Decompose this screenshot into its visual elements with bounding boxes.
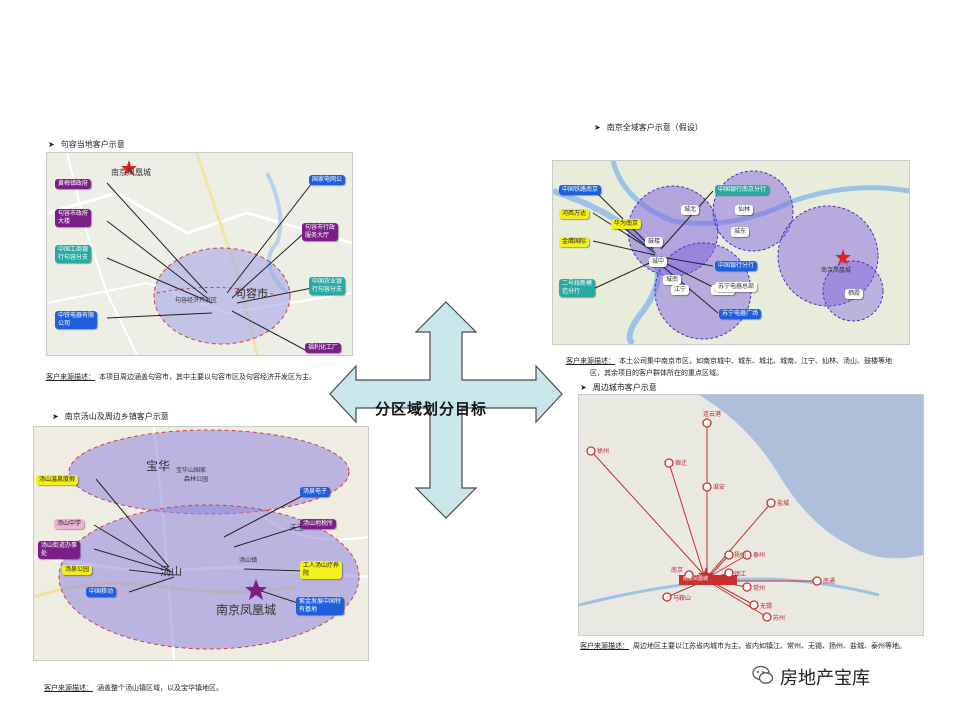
tangshan-label-1: 汤山温泉度假 [36,475,79,485]
center-title: 分区域划分目标 [375,400,488,418]
jurong-label-5: 国家电网公 [309,175,346,185]
four-way-arrow [329,301,563,519]
city-label-14: 苏州 [773,615,786,622]
city-label-7: 泰州 [753,552,766,559]
tangshan-description: 客户来源描述：涵盖整个汤山镇区域，以及宝华镇地区。 [44,684,223,692]
nanjing-label-6: 中国银行南京分行 [715,185,770,195]
city-label-5: 盐城 [777,500,790,507]
city-label-3: 宿迁 [675,460,688,467]
nanjing-label-9: 苏宁电器广场 [719,309,762,319]
cities-map-graphic [579,395,923,635]
nanjing-zone-8: 鼓楼 [645,237,664,247]
tangshan-label-4: 汤泉公园 [62,565,93,575]
city-label-2: 连云港 [703,411,722,418]
tangshan-section-title: ➤南京汤山及周边乡镇客户示意 [52,412,169,421]
tangshan-label-3: 汤山街道办事 处 [38,541,81,559]
jurong-city-label: 句容市 [235,287,268,300]
nanjing-label-5: 二号线新模 范分行 [559,279,596,297]
city-label-12: 常州 [753,585,766,592]
nanjing-zone-1: 仙林 [735,205,754,215]
tangshan-star-label: 南京凤凰城 [216,603,277,617]
jurong-zone-label: 句容经济开发区 [175,297,218,304]
jurong-map: 南京凤凰城 句容市 句容经济开发区 黄梅镇政府 句容市政府 大楼 中国工商银 行… [46,152,353,356]
city-label-9: 南京 [671,567,684,574]
cities-star-label: 南京凤凰城 [683,576,709,582]
tangshan-place-4: 汤山镇 [239,557,258,564]
wechat-icon [752,665,774,684]
tangshan-place-1: 宝华山国家 [176,467,207,474]
city-label-6: 扬州 [734,552,747,559]
jurong-label-4: 中铁电器有限 公司 [55,311,98,329]
city-label-13: 无锡 [760,603,773,610]
brand-name: 房地产宝库 [780,668,870,689]
nanjing-zone-2: 城东 [731,227,750,237]
nanjing-description-2: 区，其余项目的客户群体所在的重点区域。 [590,369,723,377]
jurong-map-graphic [47,153,352,355]
tangshan-label-5: 中国移动 [86,587,117,597]
nanjing-label-7: 中国银行分行 [715,261,758,271]
tangshan-big-label: 宝华 [146,459,171,473]
jurong-label-6: 句容市行政 服务大厅 [302,223,339,241]
jurong-label-1: 黄梅镇政府 [55,179,92,189]
jurong-section-title: ➤句容当地客户示意 [48,140,125,149]
tangshan-town-label: 汤山 [160,565,182,578]
nanjing-zone-9: 栖霞 [845,289,864,299]
nanjing-label-1: 中国铁路南京 [559,185,602,195]
tangshan-place-2: 森林公园 [184,476,209,483]
cities-section-title: ➤周边城市客户示意 [580,383,657,392]
nanjing-label-4: 金鹰国际 [559,237,590,247]
tangshan-map: 宝华 宝华山国家 森林公园 天王 汤山镇 汤山 南京凤凰城 汤山温泉度假 汤山中… [33,426,369,661]
tangshan-label-8: 工人汤山疗养 院 [300,561,343,579]
tangshan-place-3: 天王 [290,524,304,532]
nanjing-label-3: 华为南京 [611,219,642,229]
tangshan-label-7: 汤山地税所 [300,519,337,529]
tangshan-label-6: 汤泉电子 [300,487,331,497]
city-label-1: 徐州 [597,448,610,455]
nanjing-label-8: 苏宁电器总部 [715,282,758,292]
cities-description: 客户来源描述：周边地区主要以江苏省内城市为主，省内如镇江、常州、无锡、扬州、盐城… [580,642,906,650]
nanjing-section-title: ➤南京全域客户示意（假设） [594,123,703,132]
nanjing-zone-4: 城南 [663,275,682,285]
nanjing-zone-5: 城中 [649,257,668,267]
nanjing-zone-3: 城北 [681,205,700,215]
tangshan-label-2: 汤山中学 [54,519,85,529]
nanjing-star-label: 南京凤凰城 [821,267,852,274]
nanjing-label-2: 河西万达 [559,209,590,219]
tangshan-map-graphic [34,427,368,660]
city-label-11: 南通 [823,578,836,585]
city-label-4: 淮安 [713,484,726,491]
jurong-label-7: 中国农业银 行句容分支 [309,277,346,295]
city-label-10: 马鞍山 [673,595,692,602]
jurong-label-3: 中国工商银 行句容分支 [55,245,92,263]
nanjing-description: 客户来源描述：本土公司集中南京市区，如南京城中、城东、城北、城南、江宁、仙林、汤… [566,357,892,365]
jurong-star-label: 南京凤凰城 [111,168,151,177]
nanjing-map: 南京凤凰城 仙林 城东 城北 城南 城中 江宁 开发区 鼓楼 栖霞 中国铁路南京… [552,160,910,345]
cities-map: 徐州 连云港 宿迁 淮安 盐城 扬州 泰州 镇江 南京 马鞍山 南通 常州 无锡… [578,394,924,636]
city-label-8: 镇江 [734,571,747,578]
jurong-label-2: 句容市政府 大楼 [55,209,92,227]
nanjing-zone-6: 江宁 [671,285,690,295]
tangshan-label-9: 紫金发展中国特 有基地 [296,597,345,615]
jurong-label-8: 福利化工厂 [305,343,342,353]
jurong-description: 客户来源描述：本项目周边涵盖句容市，其中主要以句容市区及句容经济开发区为主。 [46,373,316,381]
